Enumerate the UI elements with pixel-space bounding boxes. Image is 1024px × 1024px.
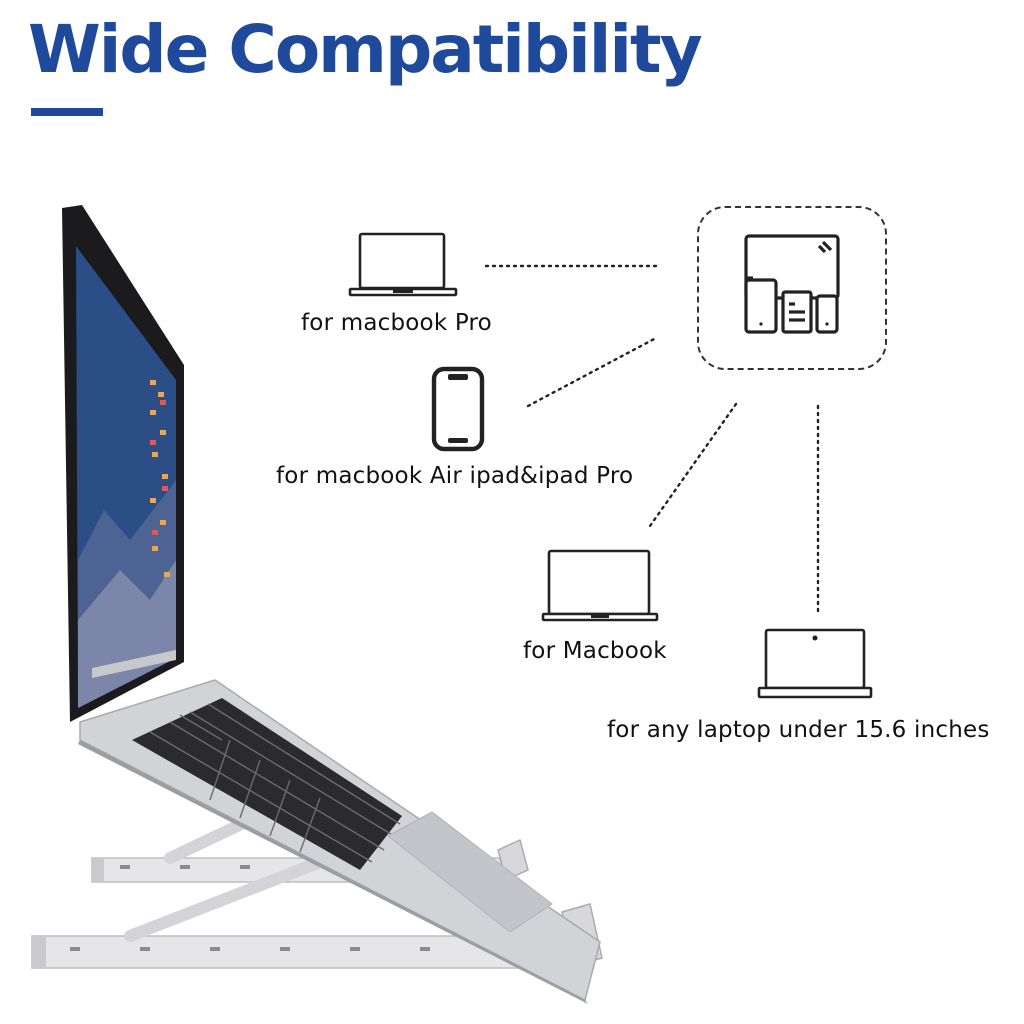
keyboard [132,698,402,870]
title-underline [31,108,103,116]
laptop-icon [541,549,659,622]
device-label-any-laptop: for any laptop under 15.6 inches [607,717,990,743]
phone-icon [431,366,485,452]
device-label-macbook-air-ipad: for macbook Air ipad&ipad Pro [276,463,634,489]
page-title: Wide Compatibility [28,11,703,88]
dock [92,650,176,678]
laptop-icon [348,232,458,297]
device-label-macbook-pro: for macbook Pro [301,310,492,336]
multi-device-icon [744,234,840,334]
trackpad [387,811,553,933]
laptop-stand-photo [31,205,603,1004]
device-label-macbook: for Macbook [523,638,667,664]
hub-box [697,206,887,370]
laptop-webcam-icon [757,628,873,699]
